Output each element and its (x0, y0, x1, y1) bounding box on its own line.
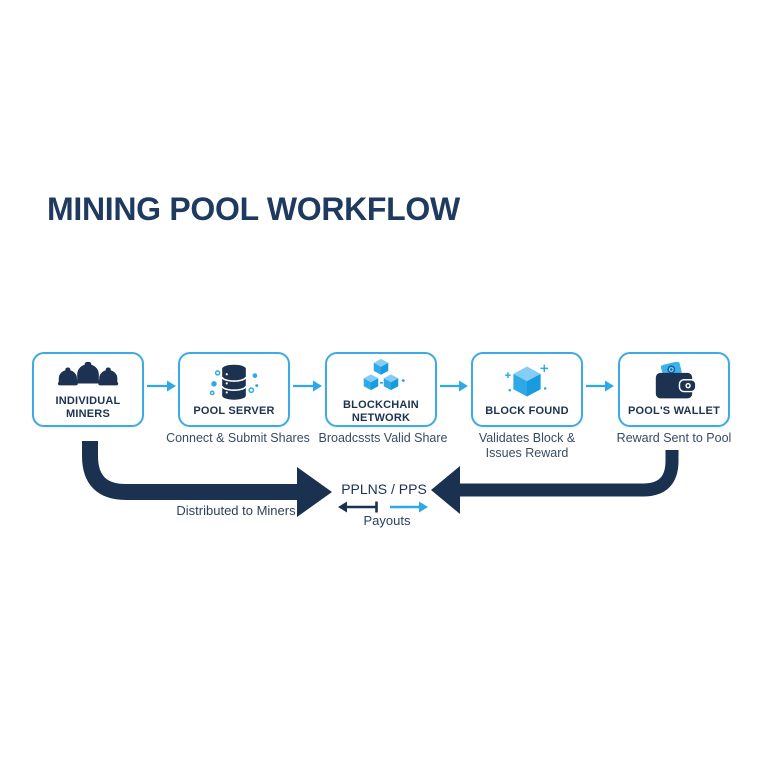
connector-arrow-server-to-blockchain (293, 380, 322, 392)
node-label: INDIVIDUAL MINERS (55, 394, 121, 420)
server-icon (204, 362, 264, 402)
wallet-icon (646, 362, 702, 402)
payout-method-label: PPLNS / PPS (341, 481, 427, 497)
page-title: MINING POOL WORKFLOW (47, 191, 460, 227)
connector-arrow-miners-to-server (147, 380, 176, 392)
node-pool-server: POOL SERVER (178, 352, 290, 427)
node-pools-wallet: POOL'S WALLET (618, 352, 730, 427)
node-label: POOL'S WALLET (628, 405, 720, 418)
node-label: BLOCK FOUND (485, 405, 569, 418)
payout-left-arrow (338, 501, 378, 513)
sublabel-broadcast-share: Broadcssts Valid Share (318, 431, 448, 445)
sublabel-validates-block: Validates Block & Issues Reward (478, 431, 576, 460)
miners-icon (57, 360, 119, 392)
sublabel-connect-submit: Connect & Submit Shares (166, 431, 310, 445)
connector-arrow-blockchain-to-blockfound (440, 380, 468, 392)
connector-arrow-blockfound-to-wallet (586, 380, 614, 392)
node-block-found: BLOCK FOUND (471, 352, 583, 427)
node-label: BLOCKCHAIN NETWORK (343, 398, 419, 424)
payout-right-arrow (390, 501, 428, 513)
sublabel-reward-sent: Reward Sent to Pool (616, 431, 732, 445)
distributed-to-miners-label: Distributed to Miners (176, 503, 296, 518)
node-blockchain-network: BLOCKCHAIN NETWORK (325, 352, 437, 427)
node-label: POOL SERVER (193, 405, 275, 418)
block-found-icon (499, 362, 555, 402)
node-individual-miners: INDIVIDUAL MINERS (32, 352, 144, 427)
blockchain-icon (353, 356, 409, 396)
payouts-label: Payouts (363, 513, 411, 528)
